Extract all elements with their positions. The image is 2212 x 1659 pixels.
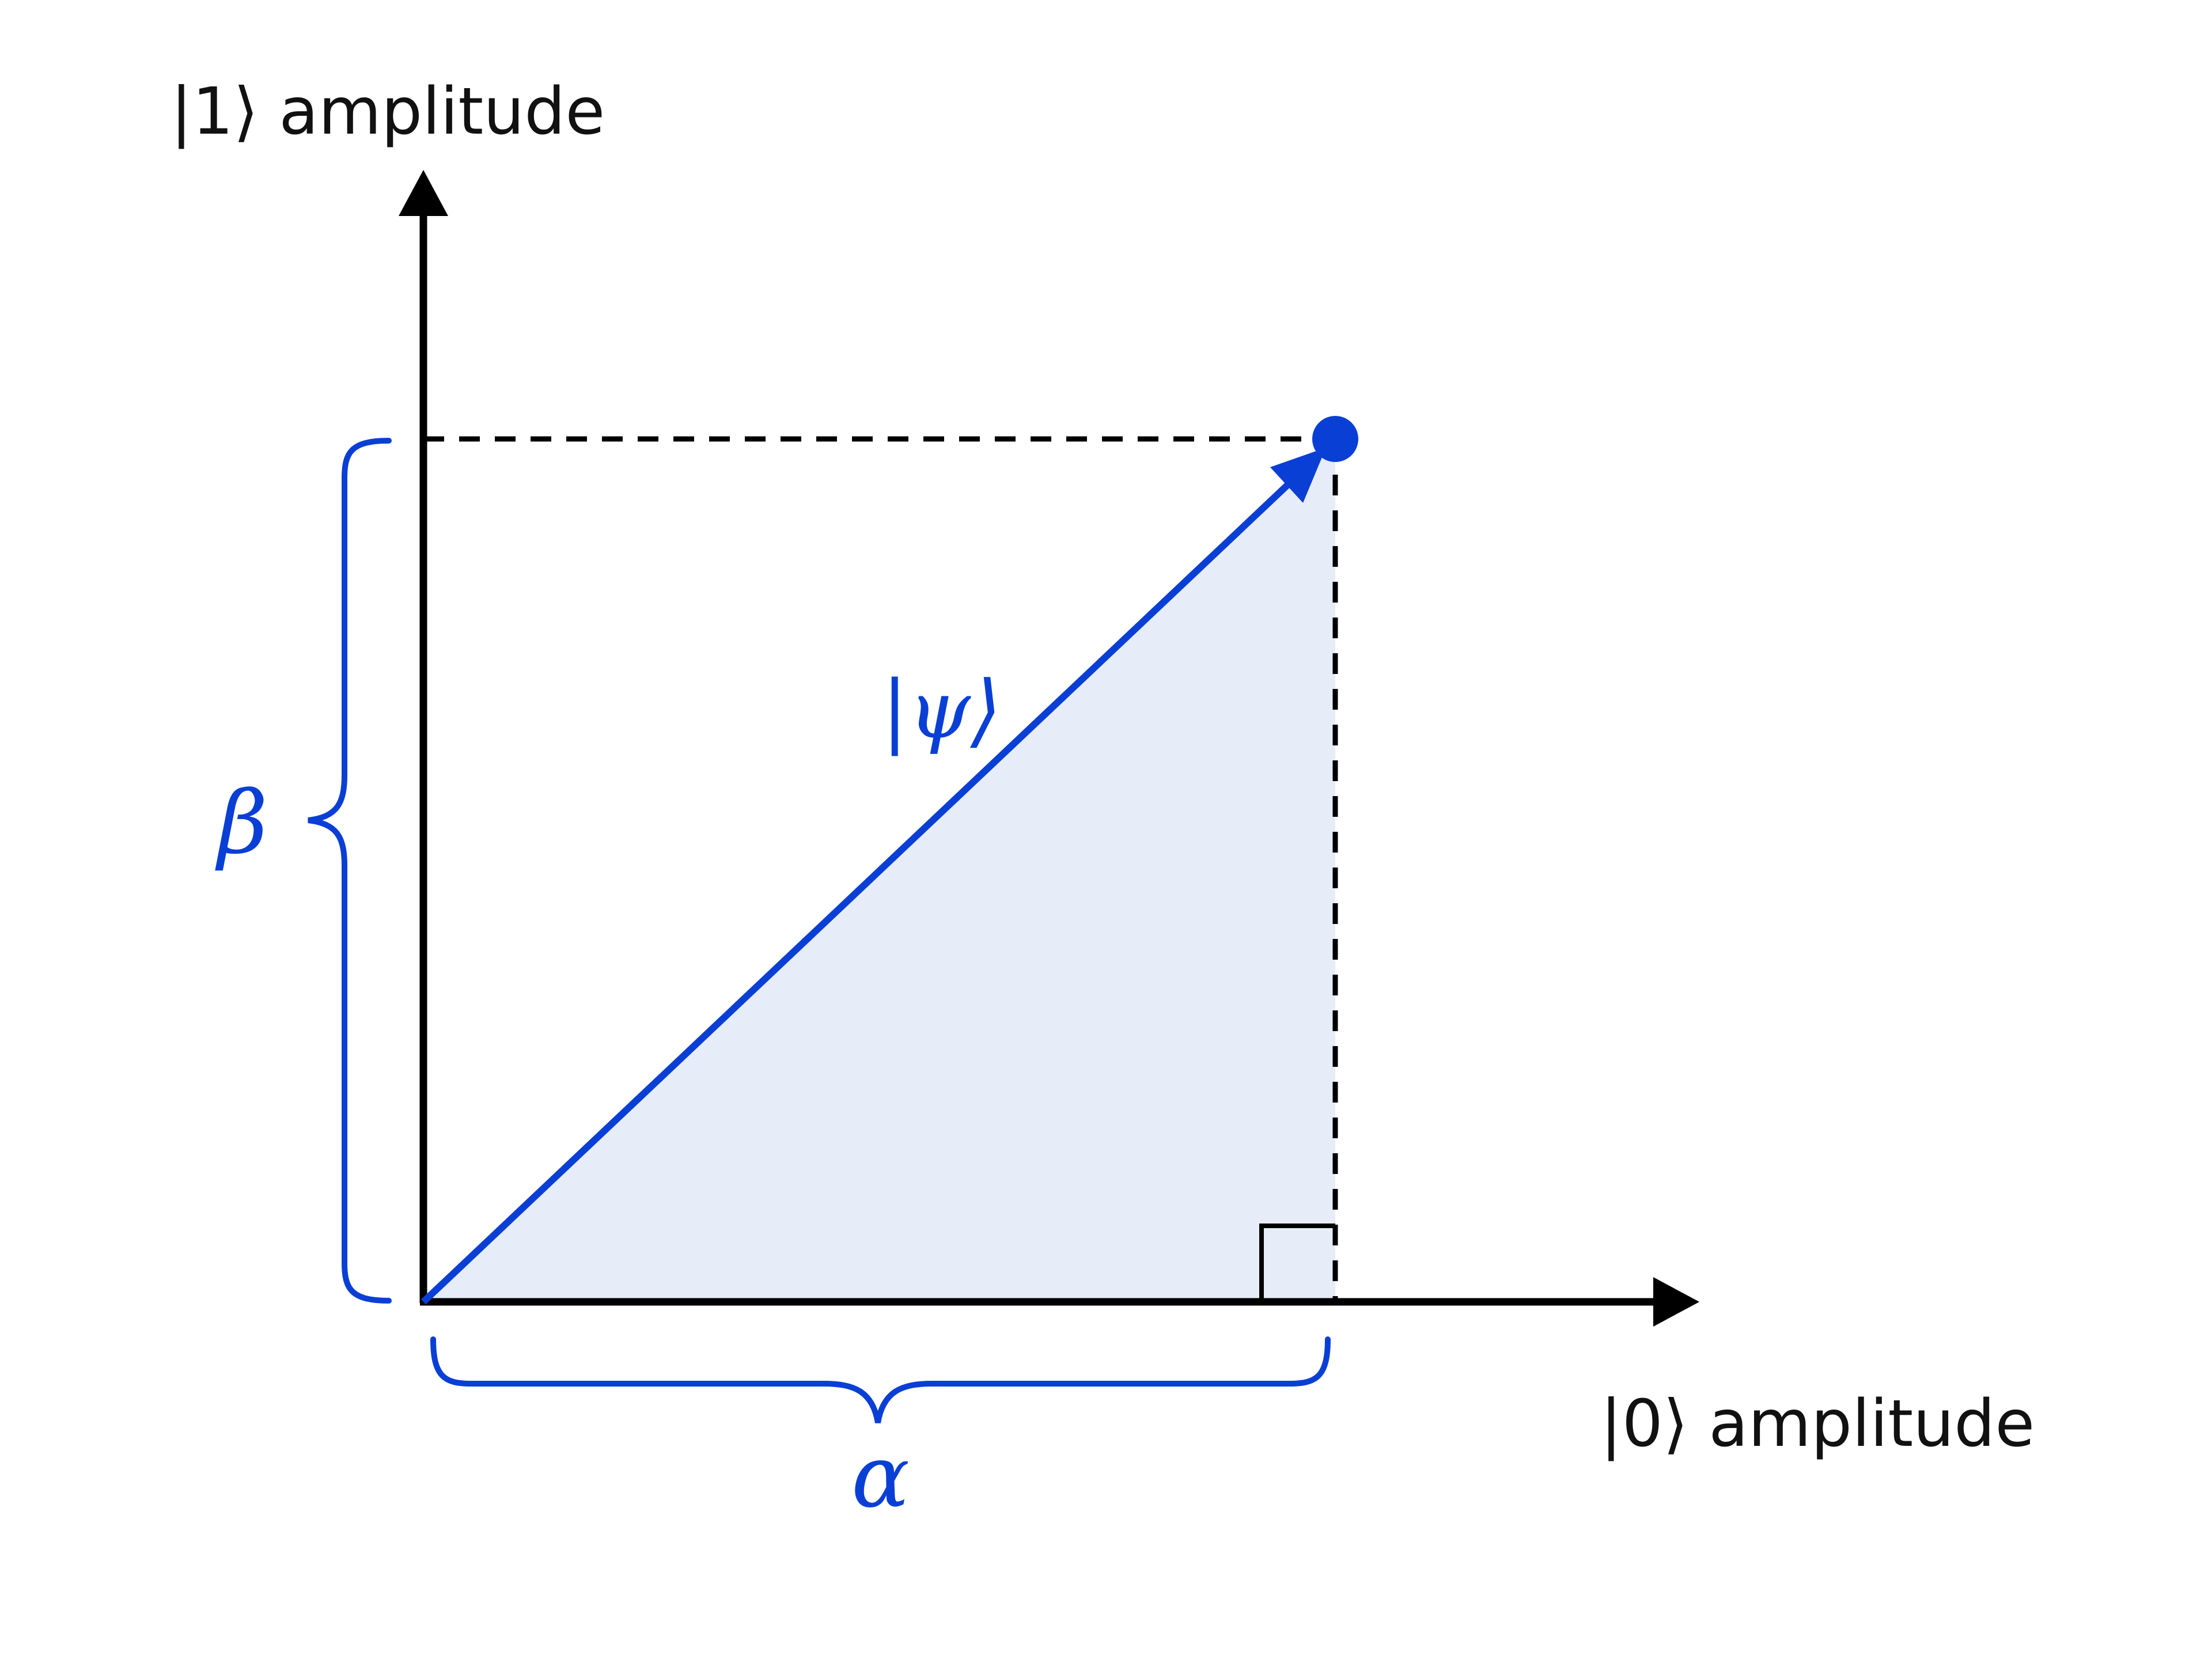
alpha-brace [430, 1336, 1331, 1423]
x-axis-label: |0⟩ amplitude [1600, 1387, 2035, 1461]
y-axis-arrowhead [399, 170, 448, 216]
alpha-label: α [851, 1427, 910, 1527]
beta-label: β [215, 773, 268, 873]
state-vector-arrowhead [1270, 448, 1326, 503]
right-angle-marker [1259, 1224, 1335, 1302]
state-vector-line [421, 473, 1300, 1305]
y-axis-label: |1⟩ amplitude [171, 74, 605, 149]
beta-brace [308, 438, 392, 1304]
x-axis-arrowhead [1653, 1277, 1699, 1327]
state-point [1312, 416, 1358, 462]
psi-label: |ψ⟩ [881, 664, 1002, 756]
